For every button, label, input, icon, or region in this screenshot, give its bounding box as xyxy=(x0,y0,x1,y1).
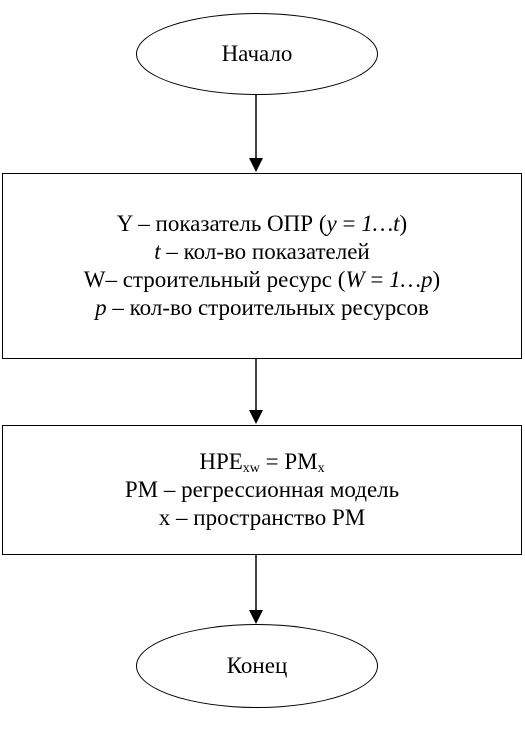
start-label: Начало xyxy=(221,41,293,66)
definition-p: p – кол-во строительных ресурсов xyxy=(95,295,429,320)
start-terminal: Начало xyxy=(136,13,378,95)
end-terminal: Конец xyxy=(136,624,378,708)
process-block-model: НРЕxw = РМx РМ – регрессионная модель x … xyxy=(2,425,522,555)
arrow-block1-to-block2 xyxy=(249,359,263,424)
model-formula: НРЕxw = РМx xyxy=(199,449,325,476)
model-definition-rm: РМ – регрессионная модель xyxy=(124,477,400,502)
arrow-start-to-block1 xyxy=(249,95,263,172)
process-block-definitions: Y – показатель ОПР (y = 1…t) t – кол-во … xyxy=(2,173,522,359)
arrow-block2-to-end xyxy=(249,555,263,624)
definition-y: Y – показатель ОПР (y = 1…t) xyxy=(116,211,408,236)
model-definition-x: x – пространство РМ xyxy=(158,505,366,530)
definition-w: W– строительный ресурс (W = 1…p) xyxy=(83,267,441,292)
end-label: Конец xyxy=(226,653,288,678)
definition-t: t – кол-во показателей xyxy=(154,239,370,264)
